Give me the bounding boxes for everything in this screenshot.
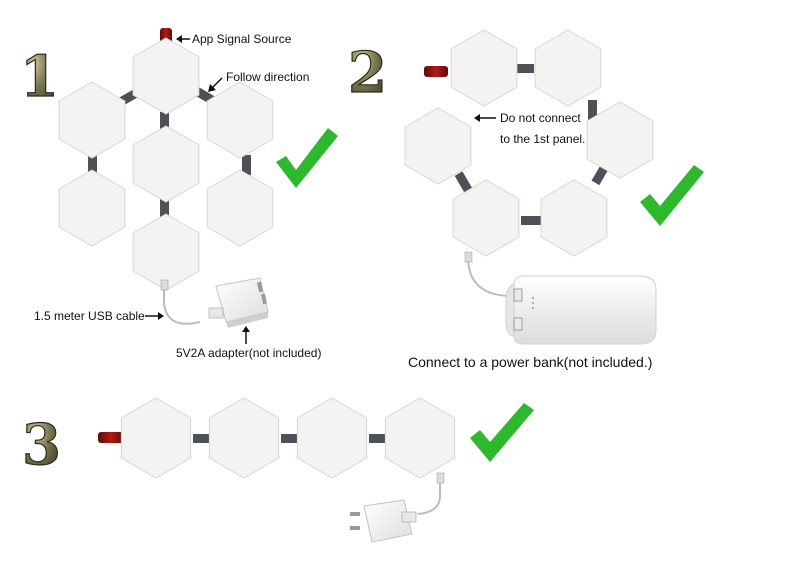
hex-panel-step3-2: [208, 397, 280, 479]
hex-panel-step2-3: [586, 101, 654, 179]
hex-panel-step2-6: [540, 179, 608, 257]
follow-direction-label: Follow direction: [226, 70, 309, 84]
step-2-number: 2: [348, 40, 387, 106]
hex-panel-step2-2: [534, 29, 602, 107]
hex-panel-step1-3: [206, 81, 274, 159]
signal-source-label: App Signal Source: [192, 32, 292, 46]
usb-plug-step3: [436, 472, 445, 484]
hex-panel-step2-1: [450, 29, 518, 107]
usb-adapter-step3: [350, 499, 417, 543]
usb-cable-step2: [467, 259, 513, 297]
step-3-group: 3: [21, 397, 534, 543]
hex-panel-step2-4: [404, 107, 472, 185]
step-1-number: 1: [20, 44, 59, 110]
no-connect-label-line2: to the 1st panel.: [500, 132, 585, 146]
hex-panel-step2-5: [452, 179, 520, 257]
power-bank-label: Connect to a power bank(not included.): [408, 354, 652, 370]
step-2-group: 2 Do not connect to the 1st panel. Conne…: [347, 29, 704, 370]
signal-source-plug-step3: [98, 432, 124, 443]
hex-panel-step3-4: [384, 397, 456, 479]
follow-direction-arrowhead: [208, 84, 216, 92]
no-connect-label-line1: Do not connect: [500, 111, 581, 125]
step-3-check-icon: [470, 403, 534, 462]
hex-panel-step3-1: [120, 397, 192, 479]
follow-direction-arrow: [211, 77, 223, 89]
hex-panel-step1-4: [132, 125, 200, 203]
step-1-check-icon: [276, 128, 338, 188]
usb-cable-step3: [417, 480, 441, 515]
connector-links-step3: [193, 434, 389, 443]
usb-cable-step1: [163, 288, 201, 325]
hex-panels-step3: [120, 397, 456, 479]
hex-panel-step3-3: [296, 397, 368, 479]
hex-panel-step1-6: [206, 169, 274, 247]
power-bank: [505, 275, 657, 345]
hex-panels-step2: [404, 29, 654, 257]
hex-panel-step1-1: [132, 37, 200, 115]
signal-source-plug-step2: [424, 66, 448, 77]
usb-cable-arrowhead: [158, 312, 164, 320]
hex-panel-step1-5: [58, 169, 126, 247]
hex-panel-step1-7: [132, 213, 200, 291]
hex-panels-step1: [58, 37, 274, 291]
step-1-group: 1: [19, 28, 338, 360]
usb-cable-label: 1.5 meter USB cable: [34, 309, 145, 323]
usb-adapter-step1: [208, 277, 269, 328]
usb-plug-step1: [160, 279, 169, 291]
adapter-label: 5V2A adapter(not included): [176, 346, 321, 360]
no-connect-arrowhead: [474, 114, 480, 122]
hex-panel-step1-2: [58, 81, 126, 159]
step-2-check-icon: [640, 165, 704, 226]
signal-source-arrowhead: [176, 35, 182, 43]
adapter-arrowhead: [242, 326, 250, 332]
step-3-number: 3: [22, 412, 61, 478]
usb-plug-step2: [464, 251, 473, 263]
